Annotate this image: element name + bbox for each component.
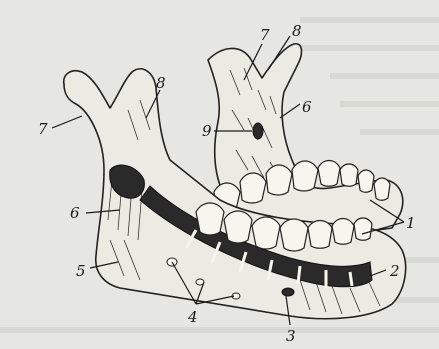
label-8-left: 8 [156,74,166,92]
mandibular-foramen [253,123,263,139]
mental-foramen [282,288,294,296]
label-6-right: 6 [302,98,312,116]
label-5: 5 [76,262,86,280]
label-2: 2 [389,262,400,280]
label-1: 1 [406,214,416,232]
label-7-right: 7 [260,26,270,44]
label-6-left: 6 [70,204,80,222]
leader-6-right [280,104,300,118]
label-3: 3 [286,327,296,345]
label-7-left: 7 [38,120,48,138]
label-4: 4 [187,308,198,326]
label-8-right: 8 [292,22,302,40]
label-9: 9 [202,122,212,140]
leader-7-left [52,116,82,128]
